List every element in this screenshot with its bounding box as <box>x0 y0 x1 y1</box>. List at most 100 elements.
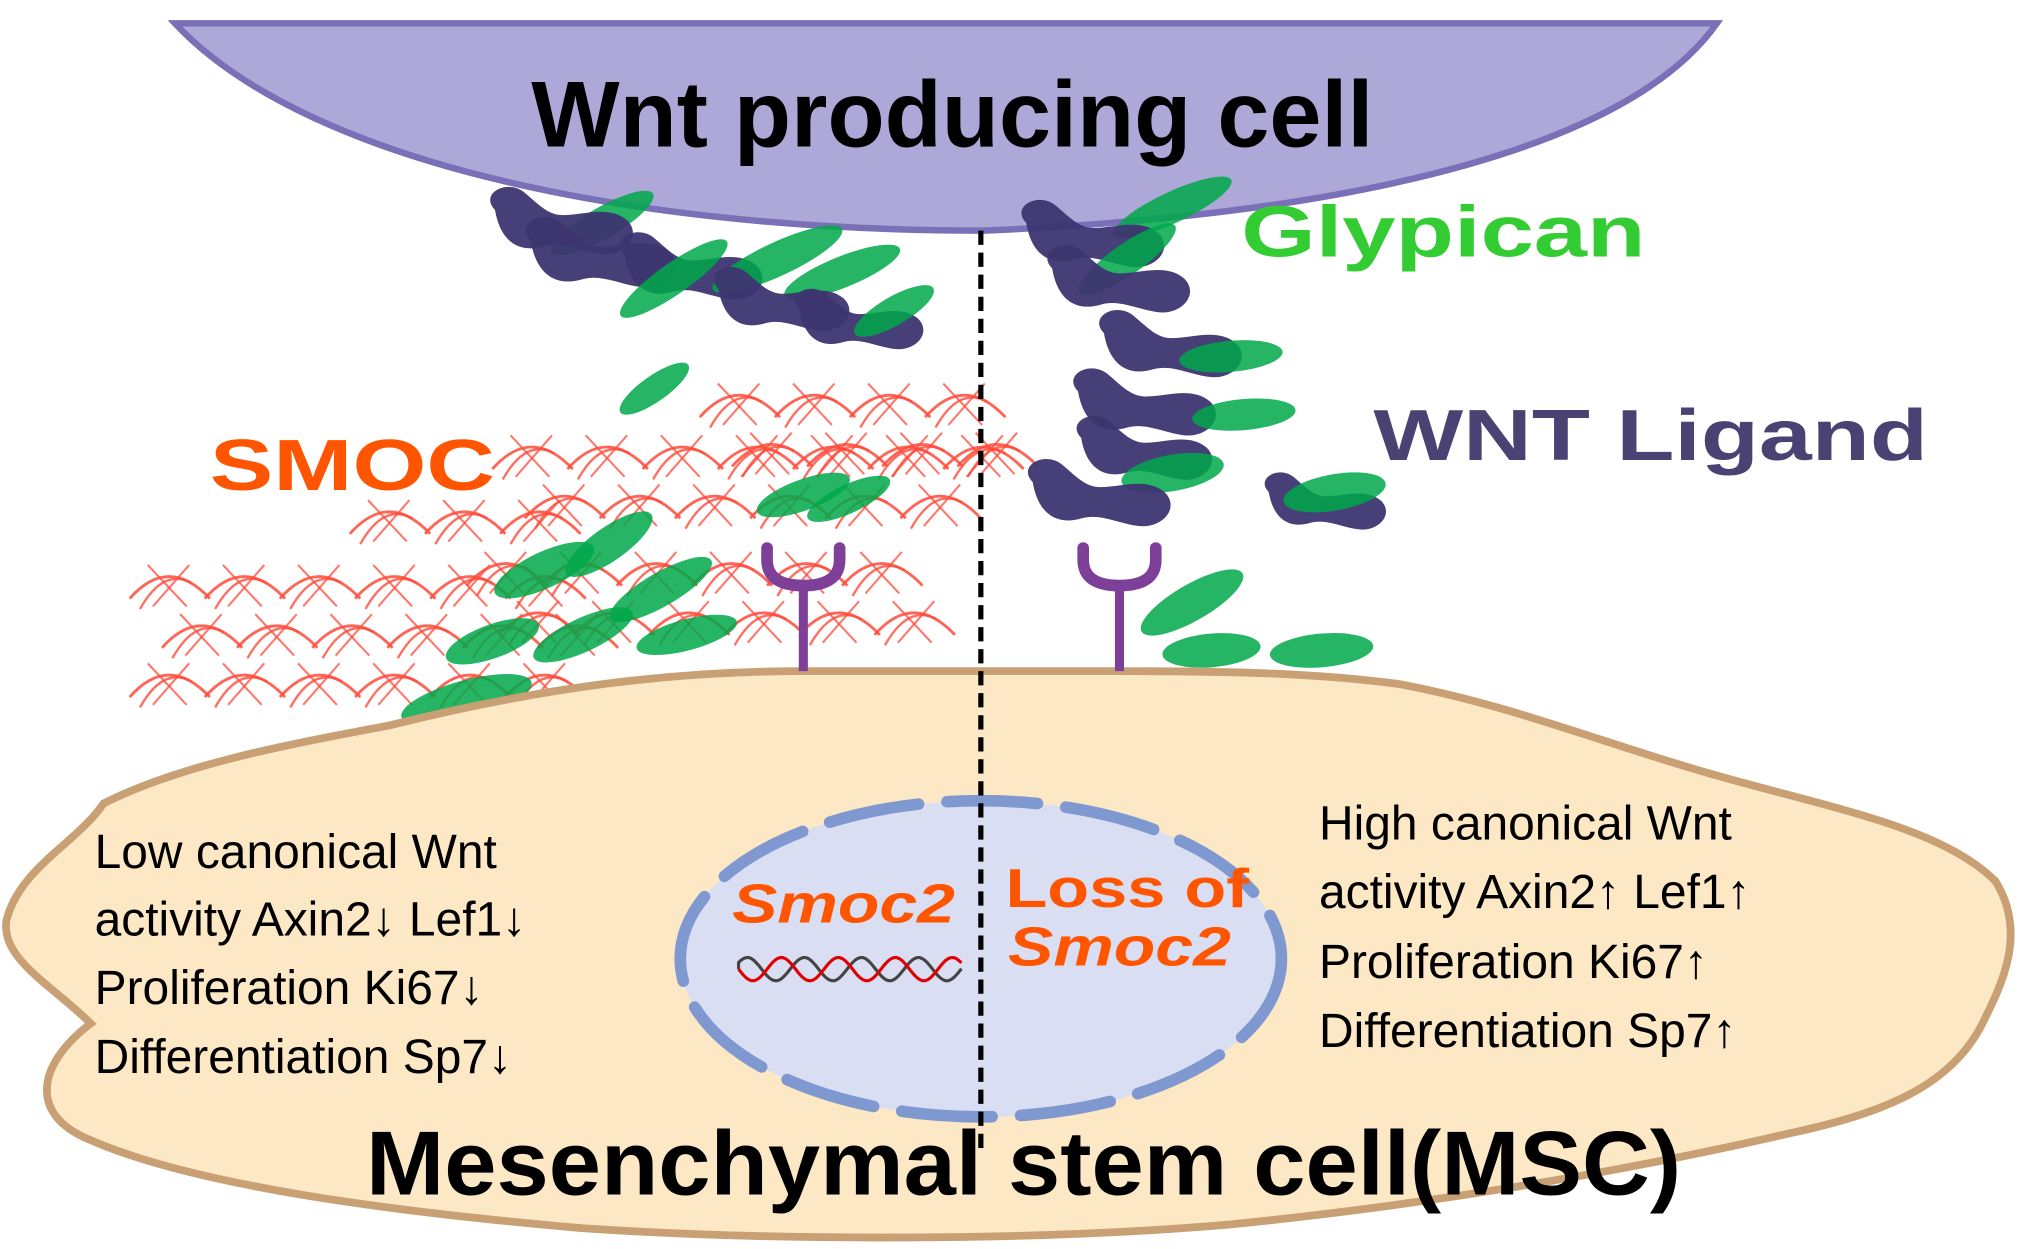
smoc-strand <box>697 483 736 527</box>
wnt-producing-cell: Wnt producing cell <box>167 20 1724 234</box>
glypican-icon <box>807 475 891 522</box>
smoc-strand <box>297 662 338 706</box>
smoc-strand <box>917 483 959 527</box>
smoc-strand <box>791 445 875 471</box>
smoc-strand <box>372 499 411 543</box>
smoc-strand <box>810 434 851 478</box>
smoc-strand <box>227 662 266 706</box>
smoc-strand <box>203 575 287 600</box>
left-effect-line: activity Axin2↓ Lef1↓ <box>95 893 527 946</box>
smoc-strand <box>509 434 551 478</box>
smoc-strand <box>741 600 783 644</box>
smoc-strand <box>372 564 413 608</box>
smoc-strand <box>377 662 416 706</box>
smoc-strand <box>899 432 941 475</box>
smoc-strand <box>848 393 932 419</box>
smoc-strand <box>302 564 341 608</box>
smoc-strand <box>899 494 982 520</box>
dna-helix-icon <box>737 956 963 983</box>
wnt-ligand-shape <box>1047 245 1191 313</box>
smoc-strand <box>203 673 287 699</box>
smoc-strand <box>517 499 558 543</box>
smoc-strand <box>584 434 626 478</box>
smoc-strand <box>660 434 701 478</box>
smoc-strand <box>447 499 486 543</box>
wnt-ligand-icon <box>794 288 924 350</box>
smoc-strand <box>829 432 868 475</box>
glypican-icon <box>1269 633 1374 668</box>
smoc-strand <box>891 600 933 644</box>
right-effect-line: High canonical Wnt <box>1319 798 1732 851</box>
wnt-ligand-icon <box>1073 368 1216 436</box>
left-panel-effects: Low canonical Wnt activity Axin2↓ Lef1↓ … <box>95 826 527 1084</box>
smoc-strand <box>128 575 211 600</box>
smoc-strand <box>522 499 561 543</box>
smoc-strand <box>692 483 733 527</box>
smoc-strand <box>792 382 833 426</box>
glypican-icon <box>619 362 690 415</box>
glypican-icon <box>1140 569 1244 636</box>
smoc-strand <box>821 600 860 644</box>
smoc-strand <box>864 551 903 595</box>
smoc-label: SMOC <box>210 425 495 506</box>
smoc2-gene-label: Smoc2 <box>732 873 955 934</box>
smoc-strand <box>598 494 682 520</box>
frizzled-receptor-left <box>761 542 846 672</box>
smoc-strand <box>311 624 394 649</box>
glypican-icon <box>1121 452 1224 493</box>
wnt-ligand-icon <box>490 186 633 255</box>
smoc-strand <box>716 445 800 471</box>
smoc-strand <box>872 382 911 426</box>
frizzled-receptor-right <box>1077 542 1162 672</box>
smoc-strand <box>754 432 793 475</box>
left-effect-line: Differentiation Sp7↓ <box>95 1031 512 1084</box>
smoc-strand <box>815 434 854 478</box>
smoc-strand <box>329 613 371 657</box>
right-glypican-wnt-cluster <box>1021 176 1386 668</box>
smoc-strand <box>128 673 211 699</box>
smoc-strand <box>749 432 790 475</box>
smoc-strand <box>547 483 586 527</box>
glypican-icon <box>1283 472 1386 513</box>
right-effect-line: Proliferation Ki67↑ <box>1319 936 1708 989</box>
smoc-strand <box>923 483 961 527</box>
smoc-strand <box>816 600 858 644</box>
wnt-ligand-icon <box>1047 245 1191 313</box>
glypican-label: Glypican <box>1241 192 1645 273</box>
smoc-strand <box>566 445 649 471</box>
smoc-strand <box>824 432 865 475</box>
smoc-strand <box>348 510 432 535</box>
smoc-strand <box>491 445 574 471</box>
wnt-ligand-shape <box>1027 459 1171 527</box>
glypican-icon <box>609 556 713 623</box>
smoc-strand <box>372 662 413 706</box>
glypican-icon <box>1179 340 1283 373</box>
smoc-strand <box>152 564 190 608</box>
glypican-icon <box>445 618 540 665</box>
wnt-ligand-icon <box>1027 459 1171 527</box>
smoc-strand <box>499 510 582 535</box>
glypican-icon <box>619 239 728 318</box>
smoc-strand <box>259 613 298 657</box>
glypican-icon <box>636 614 737 656</box>
smoc-strand <box>542 483 583 527</box>
smoc-strand <box>278 673 362 699</box>
smoc-strand <box>184 613 223 657</box>
smoc-strand <box>302 662 341 706</box>
smoc-strand <box>965 434 1004 478</box>
smoc-strand <box>773 393 857 419</box>
smoc-strand <box>797 382 836 426</box>
smoc-strand <box>222 564 263 608</box>
glypican-icon <box>533 607 633 663</box>
smoc-strand <box>590 434 628 478</box>
smoc-strand <box>523 494 607 520</box>
smoc-strand <box>665 434 704 478</box>
smoc-strand <box>717 382 758 426</box>
glypican-icon <box>756 472 850 518</box>
smoc-strand <box>278 575 362 600</box>
smoc-strand <box>956 443 1039 468</box>
smoc-strand <box>867 445 950 471</box>
smoc-strand <box>897 600 935 644</box>
smoc-strand <box>924 393 1007 419</box>
